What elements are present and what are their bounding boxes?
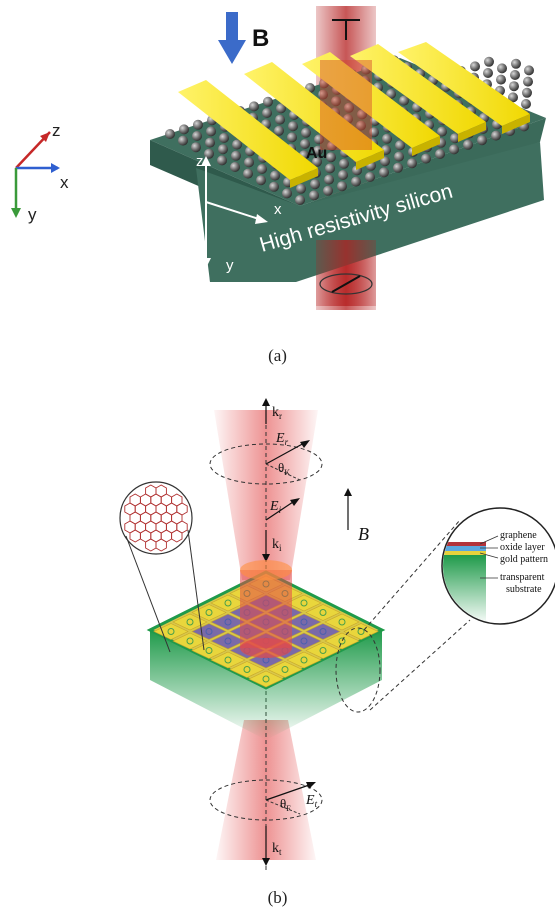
ki-label: ki [272, 537, 282, 553]
caption-b: (b) [267, 888, 288, 907]
axes-triad: z x y [11, 121, 69, 224]
b-label: B [358, 524, 369, 544]
ei-arrow [265, 499, 297, 521]
inner-y-label: y [226, 257, 234, 274]
caption-a: (a) [268, 346, 287, 365]
theta-k-label: θK [278, 460, 290, 477]
er-label: Er [275, 431, 289, 447]
inner-x-label: x [274, 201, 282, 218]
transmitted-polarization-ellipse [209, 779, 323, 821]
hex-lattice-icon [124, 484, 188, 552]
ei-label: Ei [269, 499, 282, 515]
panel-a-diagram: z x y B [0, 0, 555, 330]
device-right-face [266, 630, 382, 740]
substrate-label-1: transparent [500, 572, 545, 583]
layer-graphene-label: graphene [500, 530, 537, 541]
panel-b-diagram: kr Er θK Ei ki B grap [0, 380, 555, 880]
layer-oxide-label: oxide layer [500, 542, 545, 553]
substrate-label-2: substrate [506, 584, 542, 595]
inner-axes: z x y [196, 153, 282, 274]
polarizer-bottom-icon [319, 273, 373, 295]
z-axis-label: z [52, 121, 61, 140]
layer-inset: graphene oxide layer gold pattern transp… [441, 507, 555, 625]
et-label: Et [305, 793, 318, 809]
y-axis-label: y [28, 205, 37, 224]
panel-b-svg: kr Er θK Ei ki B grap [119, 398, 555, 870]
b-field-label: B [252, 25, 269, 52]
inner-z-label: z [196, 153, 204, 170]
gold-stripes [178, 42, 530, 188]
b-field-arrow: B [218, 12, 269, 64]
reflected-polarization-ellipse [209, 443, 323, 485]
panel-a-svg: z x y B [11, 6, 546, 310]
substrate-body [196, 142, 544, 282]
device-left-face [150, 630, 266, 740]
kr-label: kr [272, 405, 282, 421]
au-label: Au [306, 145, 327, 162]
polarizer-top-icon [332, 19, 360, 40]
theta-f-label: θF [280, 796, 291, 813]
x-axis-label: x [60, 173, 69, 192]
layer-gold-label: gold pattern [500, 554, 548, 565]
graphene-lattice-inset [119, 481, 193, 555]
kt-label: kt [272, 841, 282, 857]
